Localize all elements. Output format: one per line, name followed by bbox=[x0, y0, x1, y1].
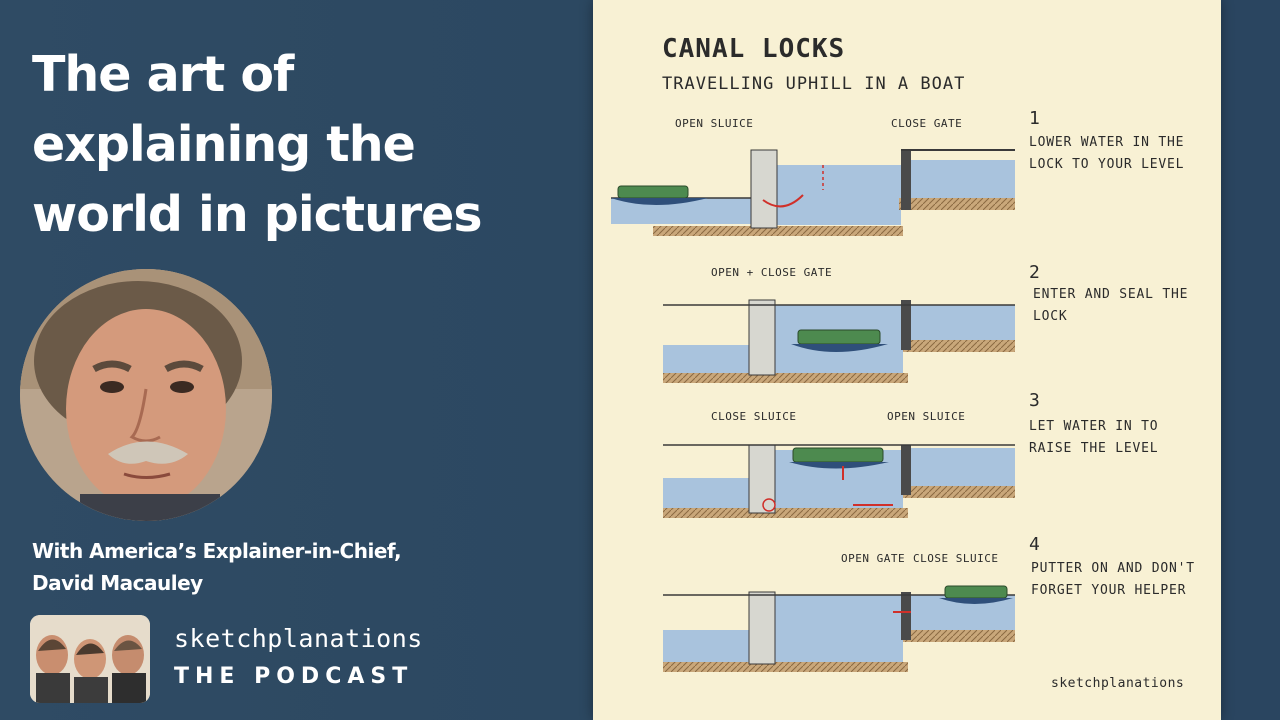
sketch-title: CANAL LOCKS bbox=[662, 34, 846, 64]
label-close-sluice-4: CLOSE SLUICE bbox=[913, 552, 999, 565]
caption-line-1: With America’s Explainer-in-Chief, bbox=[32, 539, 402, 563]
label-open-sluice-3: OPEN SLUICE bbox=[887, 410, 966, 423]
podcast-hosts-image bbox=[30, 615, 150, 703]
canal-lock-diagram bbox=[611, 149, 1015, 672]
step-2-number: 2 bbox=[1029, 262, 1040, 283]
step-3-number: 3 bbox=[1029, 390, 1040, 411]
guest-portrait-image bbox=[20, 269, 272, 521]
step-3-text: LET WATER IN TO RAISE THE LEVEL bbox=[1029, 419, 1159, 456]
podcast-hosts-thumbnail bbox=[30, 615, 150, 703]
headline: The art of explaining the world in pictu… bbox=[32, 40, 572, 250]
sketch-brand: sketchplanations bbox=[1051, 676, 1185, 691]
sketch-sheet: CANAL LOCKS TRAVELLING UPHILL IN A BOAT … bbox=[593, 0, 1221, 720]
headline-line-3: world in pictures bbox=[32, 186, 483, 243]
label-close-gate-1: CLOSE GATE bbox=[891, 117, 963, 130]
sketch-subtitle: TRAVELLING UPHILL IN A BOAT bbox=[662, 74, 966, 94]
podcast-subtitle: THE PODCAST bbox=[174, 664, 414, 689]
panel-1 bbox=[611, 149, 1015, 236]
guest-portrait bbox=[20, 269, 272, 521]
step-2-text: ENTER AND SEAL THE LOCK bbox=[1033, 287, 1189, 324]
step-1-text: LOWER WATER IN THE LOCK TO YOUR LEVEL bbox=[1029, 135, 1185, 172]
podcast-brand: sketchplanations bbox=[174, 624, 423, 653]
label-close-sluice-3: CLOSE SLUICE bbox=[711, 410, 797, 423]
label-open-gate-4: OPEN GATE bbox=[841, 552, 906, 565]
headline-line-1: The art of bbox=[32, 46, 294, 103]
label-open-sluice-1: OPEN SLUICE bbox=[675, 117, 754, 130]
label-open-close-gate: OPEN + CLOSE GATE bbox=[711, 266, 833, 279]
panel-3 bbox=[663, 444, 1015, 518]
headline-line-2: explaining the bbox=[32, 116, 416, 173]
panel-2 bbox=[663, 299, 1015, 383]
panel-4 bbox=[663, 585, 1015, 672]
caption-line-2: David Macauley bbox=[32, 571, 203, 595]
step-4-text: PUTTER ON AND DON'T FORGET YOUR HELPER bbox=[1031, 561, 1195, 598]
guest-caption: With America’s Explainer-in-Chief, David… bbox=[32, 535, 532, 599]
step-4-number: 4 bbox=[1029, 534, 1040, 555]
step-1-number: 1 bbox=[1029, 108, 1040, 129]
